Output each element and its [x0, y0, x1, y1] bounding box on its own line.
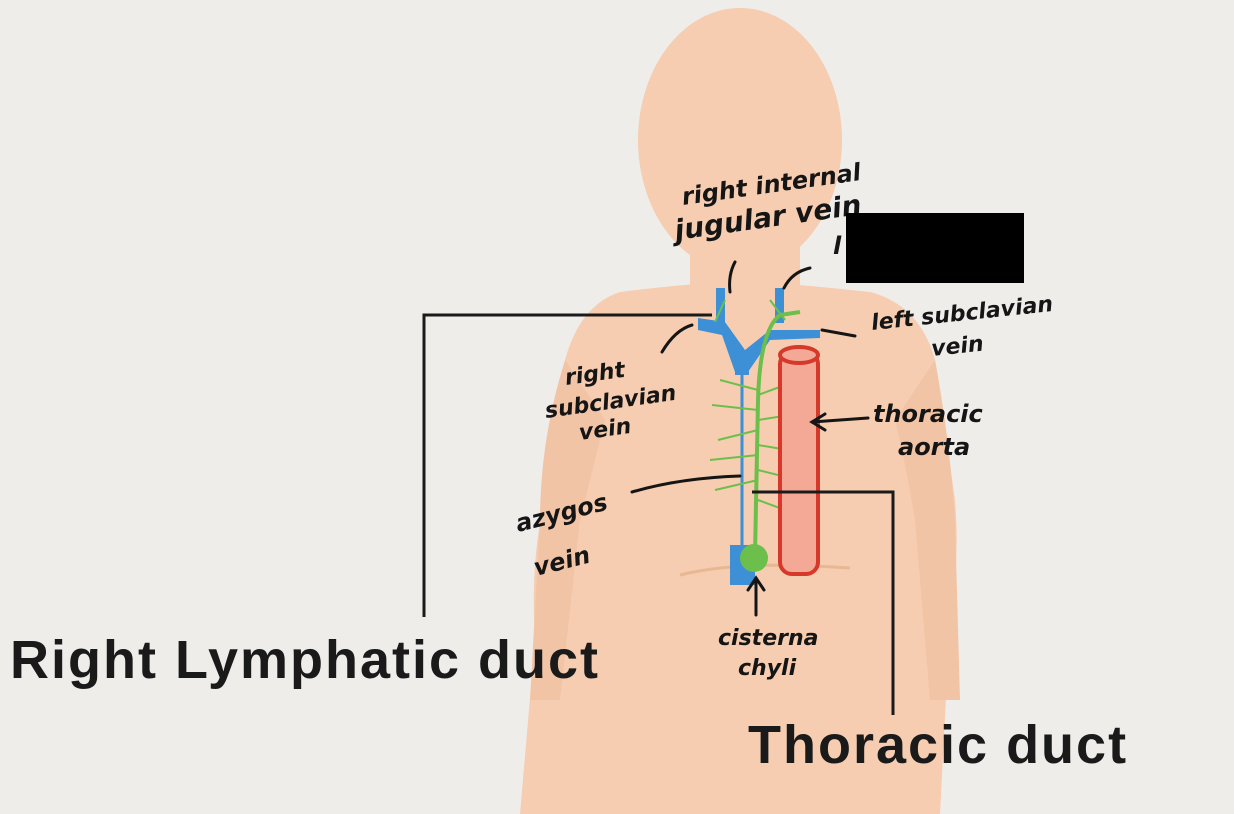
cisterna-arrowhead — [746, 575, 766, 592]
thoracic-aorta-vessel — [778, 345, 820, 576]
left-arm-shape — [530, 360, 605, 700]
label-thoracic-aorta-1: thoracic — [873, 400, 983, 428]
label-left-subclavian-2: vein — [930, 332, 985, 362]
aorta-pointer — [810, 416, 870, 424]
head-shape — [638, 8, 842, 272]
left-internal-jugular-vessel — [775, 288, 784, 323]
label-left-subclavian-1: left subclavian — [870, 292, 1054, 336]
left-jugular-pointer — [782, 266, 812, 290]
brachiocephalic-veins — [698, 318, 820, 372]
label-cisterna-1: cisterna — [718, 626, 818, 651]
right-arm-shape — [895, 360, 960, 700]
redaction-box — [846, 213, 1024, 283]
pointer-strokes — [630, 260, 870, 617]
left-subclavian-pointer — [820, 328, 857, 338]
svc-vessel — [735, 350, 749, 375]
callout-lines — [422, 313, 895, 715]
right-subclavian-pointer — [660, 323, 694, 354]
right-jugular-pointer — [728, 260, 737, 294]
lymphatic-system — [709, 299, 801, 572]
callout-right-lymphatic-duct: Right Lymphatic duct — [10, 630, 600, 690]
label-cisterna-2: chyli — [738, 656, 797, 681]
label-left-internal-jugular-partial: l — [833, 232, 842, 260]
right-lymphatic-callout-line — [422, 313, 712, 617]
lymph-branches — [709, 299, 791, 511]
callout-thoracic-duct: Thoracic duct — [748, 715, 1128, 775]
cisterna-chyli-shape — [740, 544, 768, 572]
azygos-pointer — [630, 474, 742, 494]
aorta-arrowhead — [809, 412, 827, 432]
neck-shape — [690, 215, 800, 300]
label-thoracic-aorta-2: aorta — [898, 433, 970, 461]
thoracic-duct-callout-line — [752, 490, 895, 715]
